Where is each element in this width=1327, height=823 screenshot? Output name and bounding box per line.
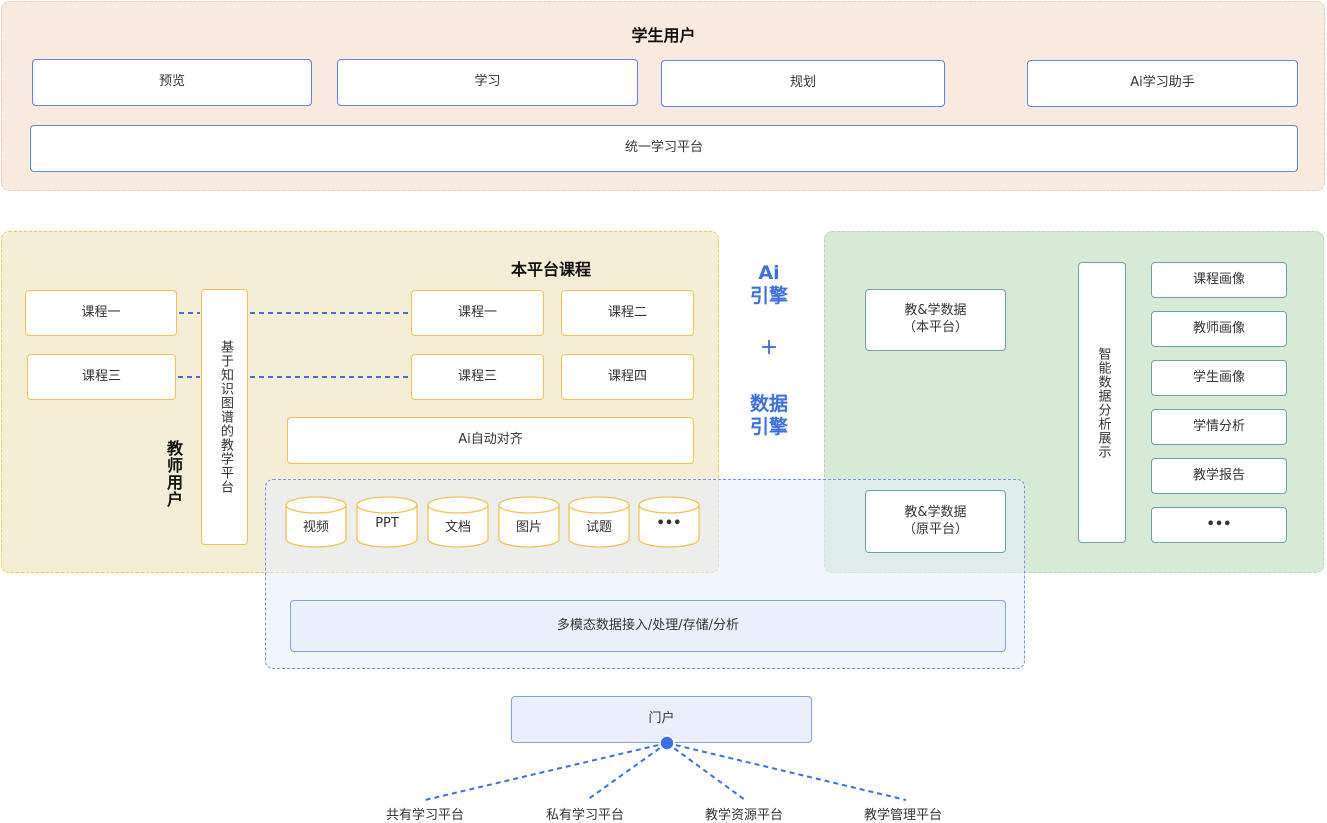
- resource-more[interactable]: •••: [638, 496, 700, 548]
- resource-label: 试题: [585, 520, 612, 535]
- platform-course-2[interactable]: 课程二: [561, 290, 694, 336]
- portal-target-private[interactable]: 私有学习平台: [546, 808, 625, 823]
- student-item-ai-assistant[interactable]: Ai学习助手: [1027, 60, 1298, 107]
- left-course-3[interactable]: 课程三: [27, 354, 176, 400]
- smart-data-analysis-display[interactable]: 智能数据分析展示: [1078, 262, 1126, 543]
- student-item-preview[interactable]: 预览: [32, 59, 312, 106]
- resource-ppt[interactable]: PPT: [356, 496, 418, 548]
- analysis-course-profile[interactable]: 课程画像: [1151, 262, 1287, 298]
- teach-learn-data-origin[interactable]: 教&学数据 （原平台）: [865, 490, 1006, 553]
- resource-label: 文档: [444, 520, 471, 535]
- student-item-plan[interactable]: 规划: [661, 60, 945, 107]
- portal-link-resources: [666, 742, 746, 801]
- resource-label: PPT: [375, 516, 399, 531]
- resource-label: 图片: [515, 520, 542, 535]
- portal-box[interactable]: 门户: [511, 696, 812, 743]
- analysis-student-profile[interactable]: 学生画像: [1151, 360, 1287, 396]
- multimodal-data-bar[interactable]: 多模态数据接入/处理/存储/分析: [290, 600, 1006, 652]
- analysis-more[interactable]: •••: [1151, 507, 1287, 543]
- resource-video[interactable]: 视频: [285, 496, 347, 548]
- platform-courses-title: 本平台课程: [511, 260, 592, 279]
- ai-auto-align[interactable]: Ai自动对齐: [287, 417, 694, 464]
- platform-course-4[interactable]: 课程四: [561, 354, 694, 400]
- teach-learn-data-local[interactable]: 教&学数据 （本平台）: [865, 289, 1006, 351]
- portal-target-resources[interactable]: 教学资源平台: [705, 808, 784, 823]
- analysis-teacher-profile[interactable]: 教师画像: [1151, 311, 1287, 347]
- student-item-study[interactable]: 学习: [337, 59, 638, 106]
- knowledge-graph-platform[interactable]: 基于知识图谱的教学平台: [201, 289, 248, 545]
- portal-link-management: [666, 742, 907, 801]
- plus-sign: +: [759, 335, 779, 360]
- platform-course-3[interactable]: 课程三: [411, 354, 544, 400]
- resource-document[interactable]: 文档: [427, 496, 489, 548]
- data-engine-label: 数据 引擎: [749, 393, 788, 438]
- portal-link-public: [424, 742, 668, 801]
- platform-course-1[interactable]: 课程一: [411, 290, 544, 336]
- resource-label: 视频: [302, 520, 329, 535]
- resource-image[interactable]: 图片: [498, 496, 560, 548]
- portal-target-management[interactable]: 教学管理平台: [864, 808, 943, 823]
- analysis-teaching-report[interactable]: 教学报告: [1151, 458, 1287, 494]
- analysis-learning-analysis[interactable]: 学情分析: [1151, 409, 1287, 445]
- portal-link-private: [586, 742, 668, 801]
- resource-label: •••: [656, 516, 682, 531]
- teacher-user-label: 教师用户: [164, 440, 183, 508]
- ai-engine-label: Ai 引擎: [749, 262, 788, 307]
- left-course-1[interactable]: 课程一: [25, 290, 177, 336]
- resource-quiz[interactable]: 试题: [568, 496, 630, 548]
- unified-learning-platform[interactable]: 统一学习平台: [30, 125, 1298, 172]
- student-title: 学生用户: [631, 26, 696, 45]
- portal-target-public[interactable]: 共有学习平台: [386, 808, 465, 823]
